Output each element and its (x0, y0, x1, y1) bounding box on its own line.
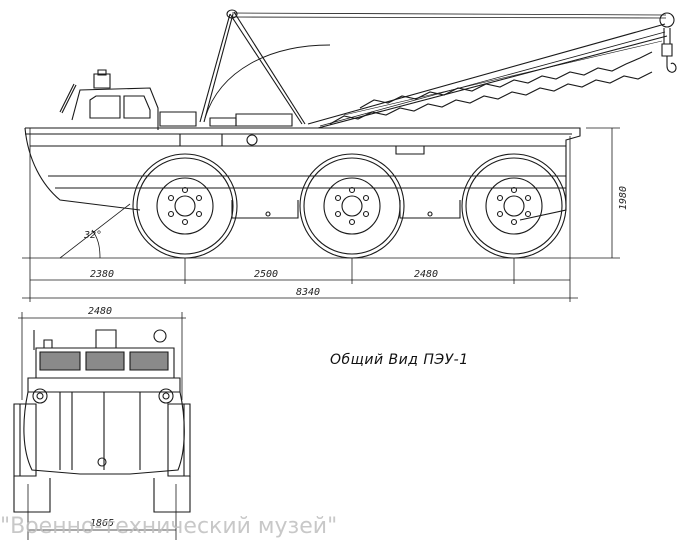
deck-equipment (160, 112, 292, 145)
wheel-rear (462, 154, 566, 258)
dimension-lines (22, 128, 620, 302)
dim-height: 1980 (618, 186, 629, 210)
dim-track-width: 1865 (90, 518, 114, 529)
dim-overall-length: 8340 (296, 287, 320, 298)
front-body (24, 330, 184, 474)
side-view: 2380 2500 2480 8340 32° 1980 (22, 10, 676, 302)
dim-wheelbase-1: 2500 (254, 269, 278, 280)
front-width-dimension (18, 312, 186, 400)
crane-boom (308, 24, 667, 128)
crane-hook (660, 13, 676, 72)
drawing-caption: Общий Вид ПЭУ-1 (330, 352, 469, 368)
front-view: 2480 (14, 306, 190, 540)
crane-mast (200, 10, 666, 124)
dim-approach-angle: 32° (83, 230, 102, 241)
dim-front-overhang: 2380 (90, 269, 114, 280)
dim-wheelbase-2: 2480 (414, 269, 438, 280)
front-wheels (14, 404, 190, 540)
wheel-front (133, 154, 237, 258)
cab (60, 70, 158, 130)
watermark: "Военно-технический музей" (0, 514, 338, 539)
dim-overall-width: 2480 (88, 306, 112, 317)
wheel-middle (300, 154, 404, 258)
hull (25, 128, 580, 220)
